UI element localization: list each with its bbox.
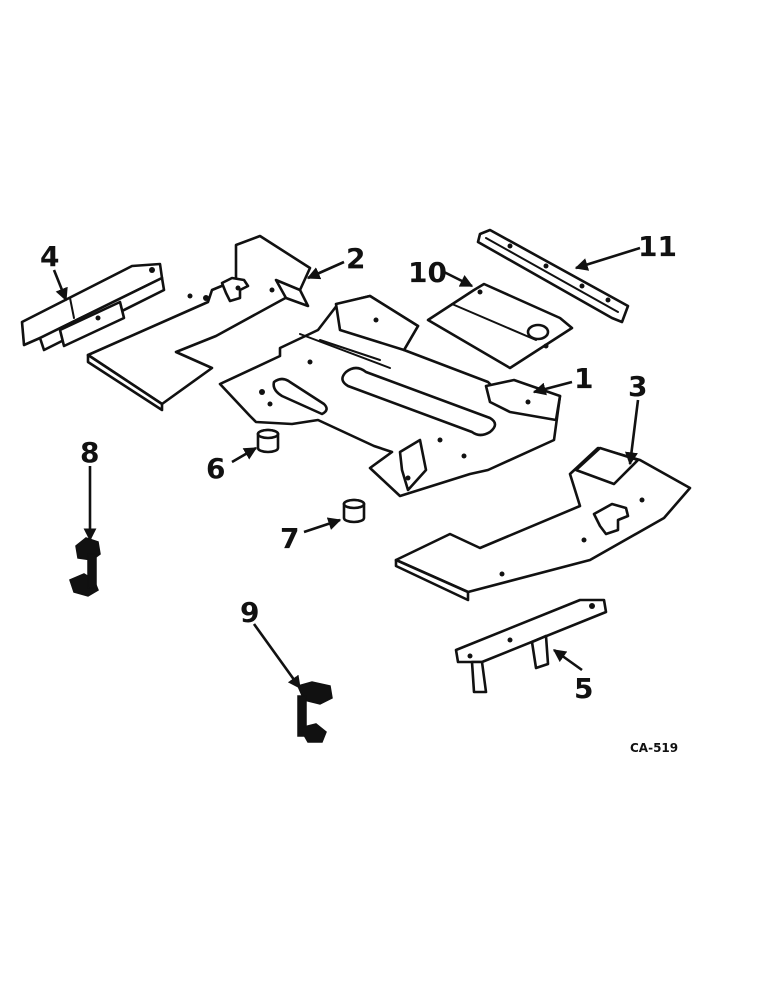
drawing-code: CA-519: [630, 741, 678, 755]
part-6-bushing: [256, 428, 280, 454]
leader-10: [443, 270, 474, 288]
part-5-bracket: [454, 598, 608, 694]
callout-10: 10: [408, 256, 447, 289]
callout-8: 8: [80, 436, 99, 469]
leader-lines: [52, 246, 641, 690]
leader-9: [252, 623, 302, 690]
leader-7: [303, 517, 342, 534]
part-10-plate: [426, 282, 574, 370]
callout-4: 4: [40, 240, 59, 273]
callout-6: 6: [206, 452, 225, 485]
callout-5: 5: [574, 672, 593, 705]
callout-11: 11: [638, 230, 677, 263]
part-8-latch: [69, 537, 101, 597]
part-11-angle-rail: [476, 228, 630, 324]
callout-1: 1: [574, 362, 593, 395]
leader-2: [306, 260, 345, 280]
leader-6: [231, 446, 258, 464]
leader-3: [625, 399, 640, 466]
part-4-bracket: [20, 262, 166, 352]
callout-7: 7: [280, 522, 299, 555]
leader-5: [552, 648, 583, 672]
callout-9: 9: [240, 596, 259, 629]
callouts: 1 2 3 4 5 6 7 8 9 10 11: [40, 230, 677, 705]
leader-4: [52, 269, 68, 302]
part-1-center-floor-plate: [218, 294, 562, 498]
part-7-bushing: [342, 498, 366, 524]
callout-2: 2: [346, 242, 365, 275]
leader-1: [532, 380, 573, 396]
part-3-right-floor-plate: [394, 446, 692, 602]
part-9-latch: [296, 681, 333, 743]
callout-3: 3: [628, 370, 647, 403]
leader-11: [574, 246, 641, 271]
